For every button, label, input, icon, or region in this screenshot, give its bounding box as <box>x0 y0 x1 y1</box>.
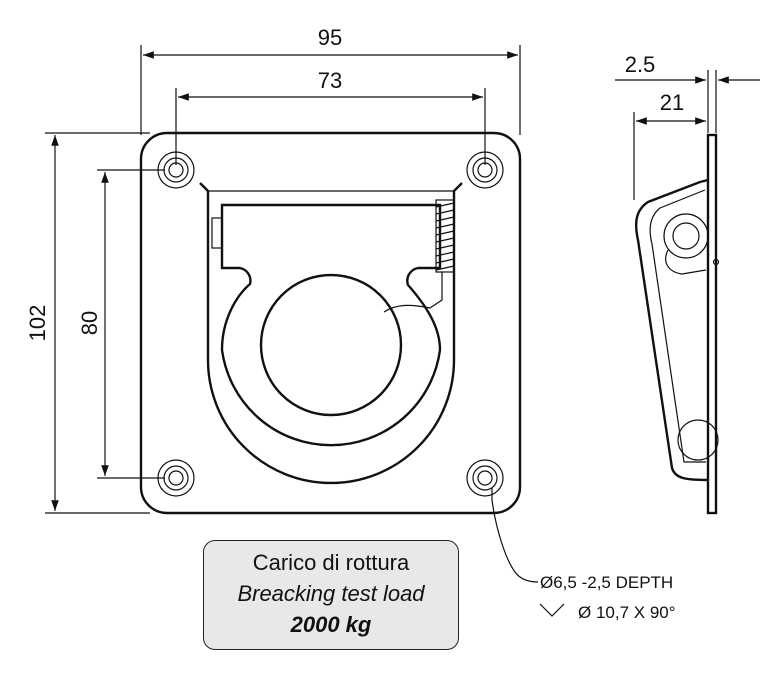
side-view: 2.5 21 <box>615 52 760 515</box>
callout-leader <box>491 488 539 583</box>
dimension-hole-spacing-x: 73 <box>175 68 486 165</box>
hole-spacing-y-label: 80 <box>77 311 102 335</box>
spring-wire <box>383 272 443 313</box>
side-housing-inner <box>649 189 706 463</box>
dimension-plate-height: 102 <box>25 132 150 514</box>
front-view <box>139 131 522 515</box>
spring-coil <box>435 199 455 273</box>
side-hinge-link <box>665 249 707 275</box>
side-hinge-pin <box>672 222 700 250</box>
breaking-load-box: Carico di rottura Breacking test load 20… <box>203 540 459 650</box>
dimension-plate-width: 95 <box>140 25 521 135</box>
plate-width-label: 95 <box>318 25 342 50</box>
side-ring-end <box>677 419 719 461</box>
hole-note-line1: Ø6,5 -2,5 DEPTH <box>540 573 673 592</box>
countersink-symbol-icon <box>539 603 565 617</box>
ring-handle <box>220 203 442 447</box>
plate-thickness-label: 2.5 <box>625 52 656 77</box>
load-value: 2000 kg <box>290 612 372 637</box>
hole-spacing-x-label: 73 <box>318 68 342 93</box>
hole-callout: Ø6,5 -2,5 DEPTH Ø 10,7 X 90° <box>491 488 676 622</box>
mounting-hole-bottom-right <box>466 459 504 497</box>
load-label-italian: Carico di rottura <box>252 550 410 575</box>
mounting-hole-top-left <box>157 151 195 189</box>
recess-outline <box>199 182 463 485</box>
hinge-pin <box>211 217 223 249</box>
hole-note-line2: Ø 10,7 X 90° <box>578 603 676 622</box>
dimension-hole-spacing-y: 80 <box>77 169 165 479</box>
side-plate-edge <box>706 133 718 515</box>
plate-height-label: 102 <box>25 305 50 342</box>
mounting-hole-bottom-left <box>157 459 195 497</box>
ring-opening <box>259 273 403 417</box>
base-plate <box>139 131 522 515</box>
mounting-hole-top-right <box>466 151 504 189</box>
depth-label: 21 <box>660 90 684 115</box>
load-label-english: Breacking test load <box>237 581 425 606</box>
side-housing <box>634 178 709 482</box>
side-hinge-outer <box>663 213 709 259</box>
side-spring-anchor <box>712 258 720 266</box>
